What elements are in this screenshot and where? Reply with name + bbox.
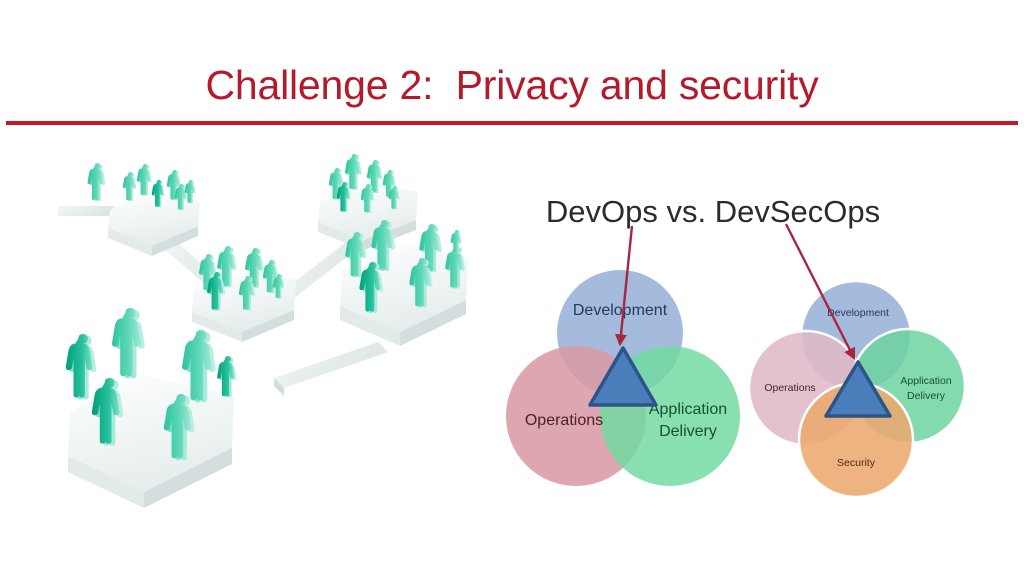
devops-label-development: Development (573, 302, 668, 319)
devsecops-center-triangle (824, 360, 892, 418)
platform-top-left (108, 192, 200, 256)
devsecops-label-operations: Operations (764, 382, 815, 394)
devops-label-application-delivery-line2: Delivery (659, 423, 717, 440)
devsecops-label-security: Security (837, 457, 876, 469)
devops-arrow (615, 225, 634, 347)
devsecops-arrow (784, 223, 856, 361)
devops-center-triangle (588, 346, 658, 407)
devops-label-operations: Operations (525, 412, 603, 429)
devops-comparison: DevOps vs. DevSecOps Development Operati… (498, 178, 998, 518)
venn-heading: DevOps vs. DevSecOps (545, 194, 881, 229)
devsecops-label-application-delivery-line2: Delivery (907, 390, 946, 402)
devsecops-venn: Development Operations Application Deliv… (747, 223, 967, 499)
devsecops-label-development: Development (827, 307, 889, 319)
page-title: Challenge 2: Privacy and security (205, 62, 819, 108)
devops-label-application-delivery-line1: Application (649, 401, 727, 418)
isometric-people-graphic (58, 154, 468, 508)
devops-venn: Development Operations Application Deliv… (506, 225, 740, 486)
networked-teams-illustration (48, 150, 498, 510)
venn-diagrams-graphic: Development Operations Application Deliv… (506, 223, 967, 499)
title-divider (6, 121, 1018, 125)
devsecops-label-application-delivery-line1: Application (900, 375, 952, 387)
platform-bottom-left (68, 374, 234, 508)
